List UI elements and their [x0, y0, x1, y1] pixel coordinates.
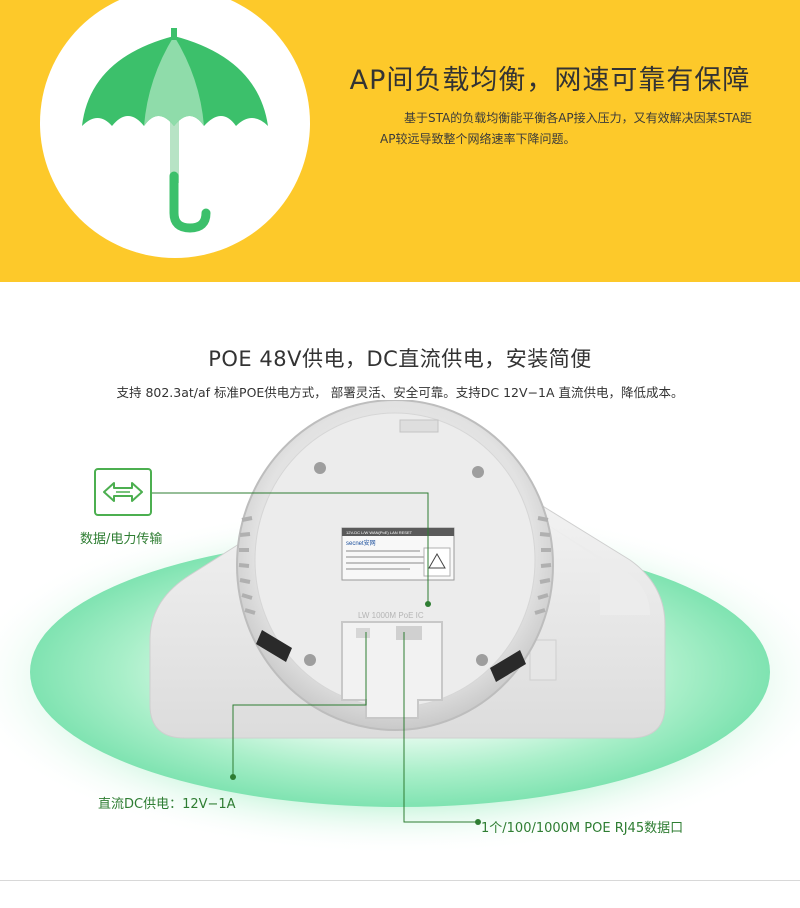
port-marks: LW 1000M PoE IC — [358, 611, 424, 620]
footer-divider — [0, 880, 800, 881]
poe-section-description: 支持 802.3at/af 标准POE供电方式， 部署灵活、安全可靠。支持DC … — [116, 385, 684, 400]
top-banner: AP间负载均衡，网速可靠有保障 基于STA的负载均衡能平衡各AP接入压力，又有效… — [0, 0, 800, 282]
plate-side — [540, 520, 650, 615]
label-port-row: 12V-DC L/W WAN(PoE) LAN RESET — [346, 530, 413, 535]
banner-description: 基于STA的负载均衡能平衡各AP接入压力，又有效解决因某STA距AP较远导致整个… — [380, 108, 765, 150]
callout-line-data — [152, 492, 429, 602]
label-brand: secnet安网 — [346, 539, 376, 547]
callout-data-power: 数据/电力传输 — [80, 532, 163, 547]
callout-line-rj45 — [403, 632, 478, 823]
product-illustration: 12V-DC L/W WAN(PoE) LAN RESET secnet安网 L… — [0, 400, 800, 855]
umbrella-icon — [82, 28, 268, 233]
data-power-icon-box — [94, 468, 152, 516]
banner-title: AP间负载均衡，网速可靠有保障 — [349, 65, 751, 96]
callout-line-dc — [232, 632, 367, 777]
callout-dc-power: 直流DC供电：12V−1A — [98, 797, 236, 812]
port-recess — [341, 621, 443, 719]
banner-description-text: 基于STA的负载均衡能平衡各AP接入压力，又有效解决因某STA距AP较远导致整个… — [380, 111, 752, 146]
poe-section-title: POE 48V供电，DC直流供电，安装简便 — [208, 347, 592, 371]
bidirectional-arrow-icon — [103, 482, 143, 502]
callout-rj45-port: 1个/100/1000M POE RJ45数据口 — [481, 821, 684, 836]
